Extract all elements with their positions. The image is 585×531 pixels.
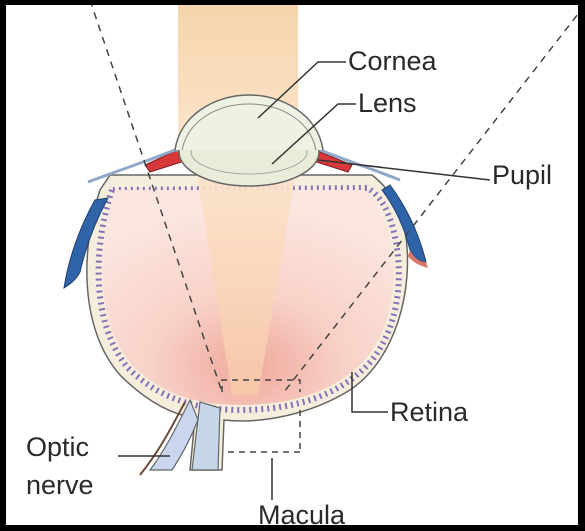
label-lens: Lens <box>358 88 417 118</box>
label-retina: Retina <box>390 397 468 427</box>
label-optic: Optic <box>26 432 89 462</box>
label-macula: Macula <box>258 500 345 530</box>
label-pupil: Pupil <box>492 160 552 190</box>
label-cornea: Cornea <box>348 46 437 76</box>
label-nerve: nerve <box>26 470 94 500</box>
